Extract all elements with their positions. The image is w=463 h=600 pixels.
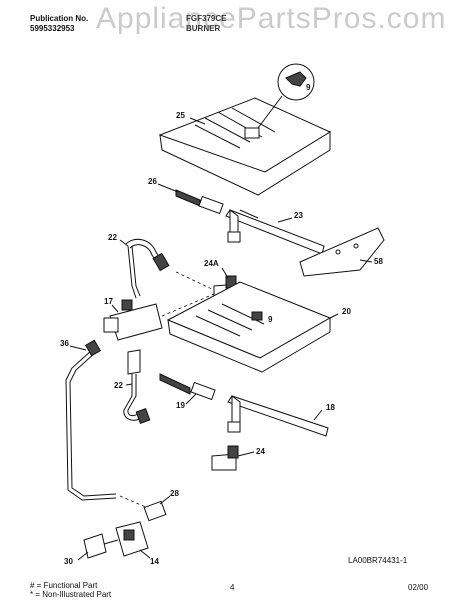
callout-28: 28: [170, 489, 179, 498]
callout-9-lower: 9: [268, 315, 273, 324]
callout-19: 19: [176, 401, 185, 410]
model-number: FGF379CE: [186, 14, 227, 23]
publication-label: Publication No.: [30, 14, 89, 23]
diagram-code: LA00BR74431-1: [348, 556, 408, 565]
page-number: 4: [230, 583, 235, 592]
callout-26: 26: [148, 177, 157, 186]
callout-25: 25: [176, 111, 185, 120]
upper-burner-tube[interactable]: [225, 209, 325, 255]
callout-58: 58: [374, 257, 383, 266]
lower-burner-part[interactable]: [166, 281, 332, 373]
callout-9-upper: 9: [306, 83, 311, 92]
fitting-28-part[interactable]: [119, 495, 167, 522]
upper-burner-part[interactable]: [158, 97, 332, 196]
callout-labels: 9 25 26 23 22 24A 58 17 9 20 36 22 19 18…: [60, 83, 383, 566]
gas-line-36[interactable]: [65, 339, 117, 501]
clip-detail-circle[interactable]: [257, 63, 315, 129]
valve-assembly-part[interactable]: [103, 293, 215, 341]
fitting-30-part[interactable]: [83, 533, 119, 559]
legend-non-illustrated: * = Non-Illustrated Part: [30, 590, 112, 599]
callout-18: 18: [326, 403, 335, 412]
regulator-14-part[interactable]: [115, 521, 149, 557]
callout-24: 24: [256, 447, 265, 456]
lower-gas-tube[interactable]: [123, 349, 151, 424]
callout-22-lower: 22: [114, 381, 123, 390]
watermark: AppliancePartsPros.com: [96, 2, 447, 35]
publication-block: Publication No. 5995332953: [30, 14, 88, 34]
callout-17: 17: [104, 297, 113, 306]
upper-igniter-part[interactable]: [175, 189, 224, 215]
callout-14: 14: [150, 557, 159, 566]
burner-bracket-part[interactable]: [299, 227, 385, 277]
callout-22-upper: 22: [108, 233, 117, 242]
callout-24a: 24A: [204, 259, 219, 268]
lower-igniter-part[interactable]: [159, 373, 216, 401]
orifice-24-part[interactable]: [211, 445, 239, 471]
callout-30: 30: [64, 557, 73, 566]
section-title: BURNER: [186, 24, 221, 33]
model-block: FGF379CE BURNER: [186, 14, 226, 34]
callout-20: 20: [342, 307, 351, 316]
lower-burner-tube[interactable]: [227, 395, 329, 437]
callout-23: 23: [294, 211, 303, 220]
publication-number: 5995332953: [30, 24, 75, 33]
callout-36: 36: [60, 339, 69, 348]
legend-functional: # = Functional Part: [30, 581, 98, 590]
revision-date: 02/00: [408, 583, 429, 592]
leader-lines: [69, 117, 373, 561]
upper-gas-tube[interactable]: [125, 238, 170, 299]
